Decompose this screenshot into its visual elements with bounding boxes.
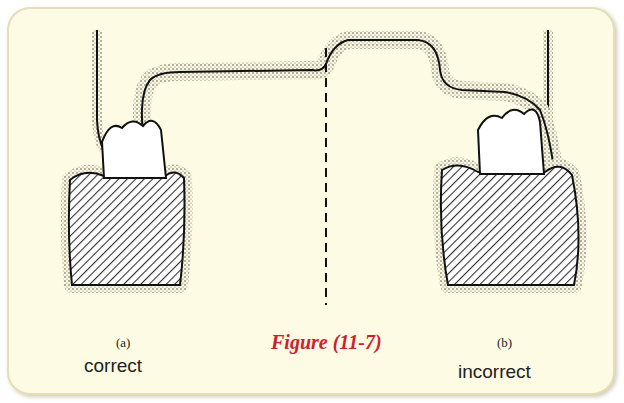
frame-panel — [8, 8, 614, 394]
figure-caption: Figure (11-7) — [271, 331, 382, 353]
panel-caption: correct — [84, 356, 142, 377]
panel-caption: incorrect — [458, 362, 531, 383]
midline — [325, 48, 327, 305]
panel-letter: (a) — [116, 336, 130, 350]
panel-letter: (b) — [497, 336, 512, 350]
